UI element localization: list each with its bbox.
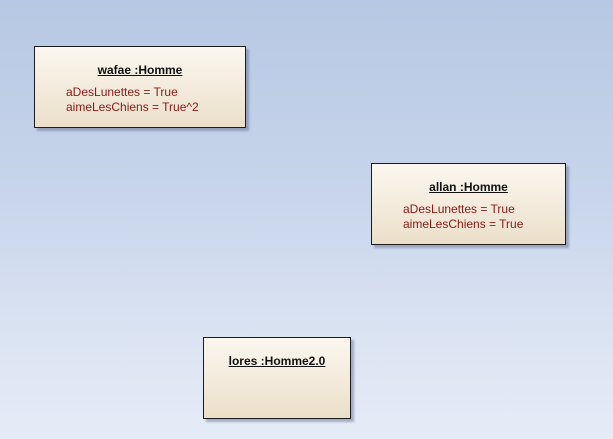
- attribute: aDesLunettes = True: [403, 202, 515, 216]
- attribute-list: aDesLunettes = True aimeLesChiens = True: [372, 202, 565, 232]
- attribute: aimeLesChiens = True: [403, 217, 524, 231]
- attribute-list: aDesLunettes = True aimeLesChiens = True…: [35, 85, 245, 115]
- object-wafae[interactable]: wafae :Homme aDesLunettes = True aimeLes…: [34, 46, 246, 128]
- object-name: allan :Homme: [429, 180, 508, 194]
- attribute: aimeLesChiens = True^2: [66, 100, 199, 114]
- object-name: wafae :Homme: [97, 63, 183, 77]
- object-name: lores :Homme2.0: [228, 354, 326, 368]
- attribute: aDesLunettes = True: [66, 85, 178, 99]
- object-allan[interactable]: allan :Homme aDesLunettes = True aimeLes…: [371, 163, 566, 245]
- object-lores[interactable]: lores :Homme2.0: [203, 337, 351, 419]
